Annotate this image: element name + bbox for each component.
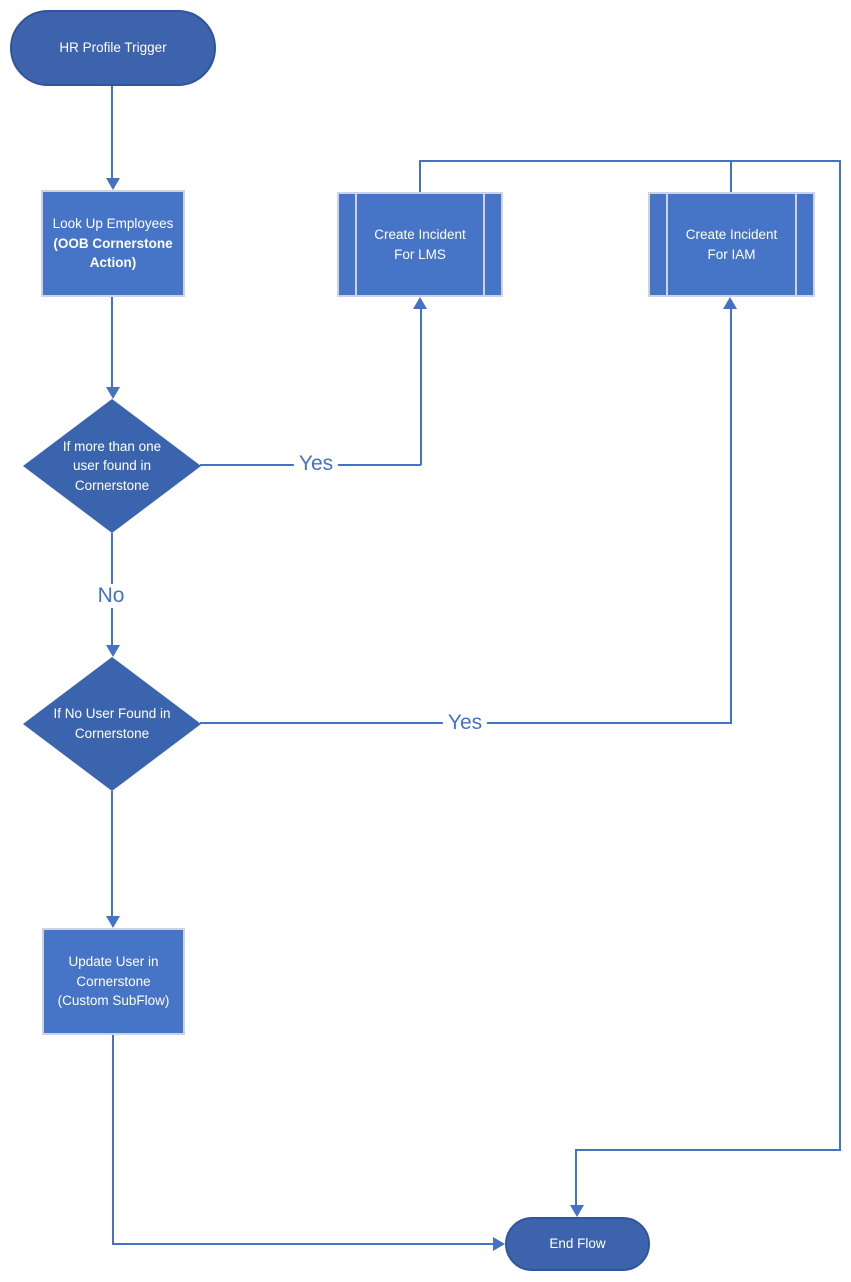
arrowhead-into-update	[106, 916, 120, 928]
edge-label-yes-lms: Yes	[293, 452, 339, 476]
node-label-line: Cornerstone	[74, 477, 150, 493]
edge-label-yes-iam: Yes	[442, 711, 488, 735]
connector-iam-top-stub	[730, 161, 732, 192]
predefined-process-stripe	[355, 194, 357, 295]
connector-update-to-end-vertical	[112, 1035, 114, 1245]
node-label-line: If more than one	[62, 438, 162, 454]
node-label-line: Create Incident	[685, 226, 778, 242]
connector-bottom-rail	[575, 1149, 841, 1151]
node-label-line: Cornerstone	[76, 973, 151, 989]
node-label-line: Look Up Employees	[52, 216, 174, 232]
node-label-line: Cornerstone	[74, 726, 150, 741]
node-create-incident-iam: Create Incident For IAM	[648, 192, 815, 297]
arrowhead-into-decision2	[106, 645, 120, 657]
node-label-line: (Custom SubFlow)	[57, 993, 170, 1009]
connector-decision2-yes-vertical	[730, 309, 732, 723]
arrowhead-into-decision1	[106, 387, 120, 399]
node-label-line: Action)	[89, 255, 137, 271]
connector-update-to-end-horizontal	[112, 1243, 494, 1245]
arrowhead-into-end-left	[493, 1237, 505, 1251]
node-label: End Flow	[549, 1236, 606, 1252]
node-label-line: For IAM	[707, 246, 756, 262]
node-update-user: Update User in Cornerstone (Custom SubFl…	[42, 928, 185, 1035]
connector-top-rail	[419, 160, 841, 162]
connector-decision2-to-update	[111, 791, 113, 917]
connector-rail-to-end	[575, 1149, 577, 1206]
node-label-line: (OOB Cornerstone	[53, 235, 173, 251]
node-label-line: If No User Found in	[53, 706, 171, 722]
connector-lms-top-stub	[419, 161, 421, 192]
arrowhead-into-end-top	[570, 1205, 584, 1217]
node-create-incident-lms: Create Incident For LMS	[337, 192, 503, 297]
connector-start-to-lookup	[111, 86, 113, 180]
predefined-process-stripe	[483, 194, 485, 295]
node-label: HR Profile Trigger	[59, 40, 167, 56]
node-label-line: Update User in	[68, 954, 159, 970]
connector-lookup-to-decision1	[111, 297, 113, 388]
connector-right-rail	[839, 160, 841, 1151]
node-end-flow: End Flow	[505, 1217, 650, 1271]
node-decision-multiple-users: If more than one user found in Cornersto…	[23, 399, 201, 533]
node-label-line: user found in	[72, 458, 152, 474]
node-look-up-employees: Look Up Employees (OOB Cornerstone Actio…	[41, 190, 185, 297]
connector-decision1-yes-vertical	[420, 309, 422, 465]
arrowhead-into-iam	[723, 297, 737, 309]
node-hr-profile-trigger: HR Profile Trigger	[10, 10, 216, 86]
predefined-process-stripe	[795, 194, 797, 295]
arrowhead-into-lms	[413, 297, 427, 309]
predefined-process-stripe	[666, 194, 668, 295]
arrowhead-into-lookup	[106, 178, 120, 190]
node-label-line: Create Incident	[374, 226, 466, 242]
node-label-line: For LMS	[394, 246, 446, 262]
edge-label-no: No	[92, 584, 130, 608]
node-decision-no-user: If No User Found in Cornerstone	[23, 657, 201, 791]
